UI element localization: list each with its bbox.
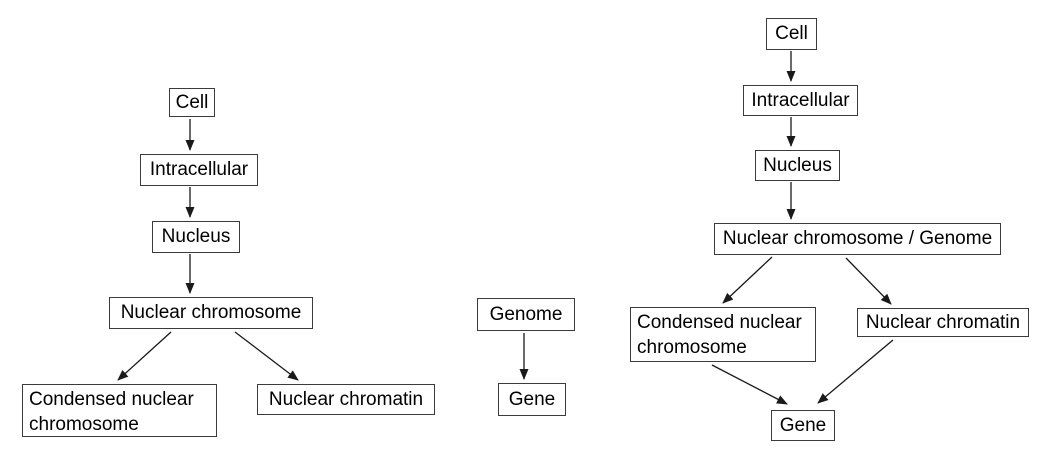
left-node-cell: Cell bbox=[169, 88, 215, 117]
right-node-nuclear-chromatin: Nuclear chromatin bbox=[857, 308, 1029, 337]
arrow-right-condensed-to-gene bbox=[711, 364, 788, 405]
left-node-condensed-nuclear-chromosome: Condensed nuclear chromosome bbox=[22, 384, 217, 437]
arrow-left-nuclear-chromosome-to-condensed bbox=[117, 331, 172, 381]
arrow-right-nc-genome-to-condensed bbox=[722, 256, 773, 304]
middle-node-genome: Genome bbox=[477, 298, 575, 331]
right-node-condensed-nuclear-chromosome: Condensed nuclear chromosome bbox=[630, 307, 816, 362]
arrow-right-nc-genome-to-chromatin bbox=[845, 257, 892, 305]
middle-node-gene: Gene bbox=[498, 383, 566, 416]
arrow-right-chromatin-to-gene bbox=[817, 339, 894, 404]
arrow-left-nuclear-chromosome-to-chromatin bbox=[234, 331, 299, 381]
left-node-nuclear-chromatin: Nuclear chromatin bbox=[257, 384, 435, 415]
right-node-cell: Cell bbox=[766, 18, 817, 50]
right-node-nuclear-chromosome-genome: Nuclear chromosome / Genome bbox=[714, 223, 1001, 255]
right-node-gene: Gene bbox=[771, 410, 835, 441]
left-node-nuclear-chromosome: Nuclear chromosome bbox=[109, 297, 313, 329]
left-node-nucleus: Nucleus bbox=[152, 221, 240, 253]
left-node-intracellular: Intracellular bbox=[140, 154, 258, 186]
right-node-nucleus: Nucleus bbox=[755, 150, 840, 181]
right-node-intracellular: Intracellular bbox=[743, 85, 858, 116]
